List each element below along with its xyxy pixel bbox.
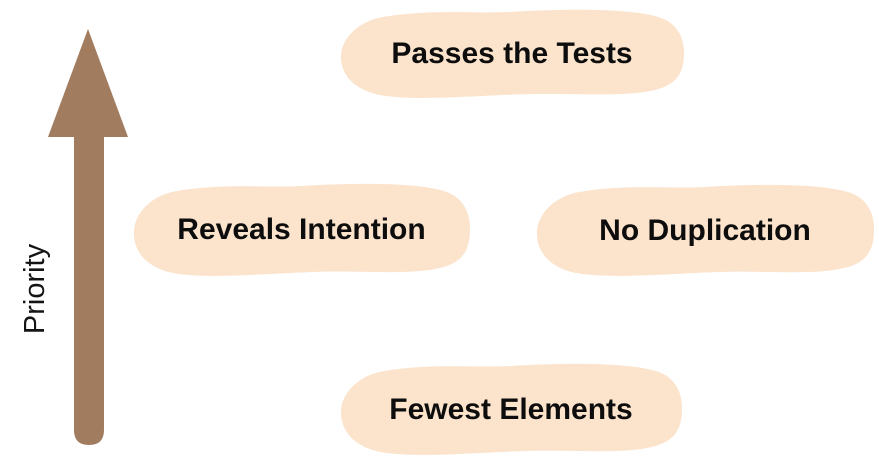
priority-axis-label: Priority xyxy=(19,243,51,335)
node-label: Fewest Elements xyxy=(389,392,633,426)
blob-shape-icon xyxy=(340,9,684,98)
blob-shape-icon xyxy=(536,184,875,276)
blob-shape-icon xyxy=(340,363,683,455)
node-no-duplication: No Duplication xyxy=(533,183,877,278)
node-reveals-intention: Reveals Intention xyxy=(130,182,473,278)
node-passes-the-tests: Passes the Tests xyxy=(337,8,687,100)
node-label: No Duplication xyxy=(599,213,811,247)
node-fewest-elements: Fewest Elements xyxy=(337,362,685,457)
node-label: Reveals Intention xyxy=(177,213,426,246)
priority-arrow-icon xyxy=(48,29,128,445)
node-label: Passes the Tests xyxy=(391,37,633,70)
blob-shape-icon xyxy=(133,183,471,276)
